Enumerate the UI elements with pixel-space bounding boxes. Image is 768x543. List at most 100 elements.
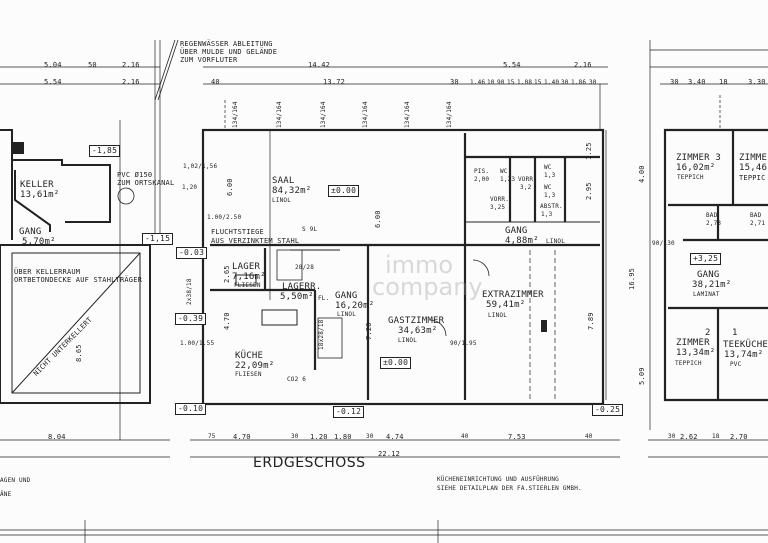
dim-vertical: 6.00 [226, 178, 234, 196]
dim-label: 15 [507, 79, 515, 86]
room-wc1-name: WC [500, 168, 508, 175]
room-saal-floor: LINOL [272, 197, 292, 204]
room-bad1-area: 2,73 [706, 220, 722, 227]
room-wc2-name: WC [544, 164, 552, 171]
room-saal-area: 84,32m² [272, 186, 312, 196]
level-marker: -0.10 [175, 403, 207, 415]
room-vorr1-area: 3,25 [490, 204, 506, 211]
dim-label: 5.04 [44, 61, 62, 69]
dim-vertical: 5.09 [638, 367, 646, 385]
dim-vertical: 8.65 [75, 344, 83, 362]
window-label: 134/164 [320, 101, 327, 128]
window-label: 134/164 [404, 101, 411, 128]
dim-label: 1.86 [571, 79, 587, 86]
watermark-immo: immo [385, 251, 454, 279]
room-gang-right-floor: LAMINAT [693, 291, 720, 298]
misc-label: 1.00/2.50 [207, 214, 242, 221]
dim-vertical: 4.70 [223, 312, 231, 330]
ceiling-note-2: ORTBETONDECKE AUF STAHLTRÄGER [14, 276, 143, 284]
room-wc2-area: 1,3 [544, 172, 556, 179]
dim-label: 18 [712, 433, 720, 440]
window-label: 90/130 [652, 240, 675, 247]
drainage-note-3: ZUM VORFLUTER [180, 56, 238, 64]
room-zimmer4-name: ZIMME [739, 153, 768, 163]
room-gastzimmer-floor: LINOL [398, 337, 418, 344]
dim-label: 2.70 [730, 433, 748, 441]
plan-title: ERDGESCHOSS [253, 455, 366, 471]
dim-label: 4.74 [386, 433, 404, 441]
room-zimmer2-area: 13,34m² [676, 348, 716, 358]
dim-label: 75 [208, 433, 216, 440]
room-bad2-area: 2,71 [750, 220, 766, 227]
stair-note-2: AUS VERZINKTEM STAHL [211, 237, 300, 245]
dim-label: 13.72 [323, 78, 346, 86]
dim-label: 1.80 [334, 433, 352, 441]
room-gang-right-name: GANG [697, 270, 720, 280]
room-pis-name: PIS. [474, 168, 490, 175]
room-bad2-name: BAD [750, 212, 762, 219]
room-teekueche-floor: PVC [730, 361, 742, 368]
dim-label: 3.40 [688, 78, 706, 86]
room-teekueche-number: 1 [732, 328, 738, 338]
room-zimmer4-area: 15,46 [739, 163, 768, 173]
dim-label: 1.40 [544, 79, 560, 86]
room-vorr1-name: VORR. [490, 196, 510, 203]
left-building-walls [0, 40, 161, 404]
room-gastzimmer-area: 34,63m² [398, 326, 438, 336]
dim-vertical: 2.95 [585, 182, 593, 200]
dim-vertical: 7.20 [365, 322, 373, 340]
watermark-company: company [372, 273, 483, 301]
room-lagerr-floor: FL. [318, 295, 330, 302]
room-extrazimmer-area: 59,41m² [486, 300, 526, 310]
dim-label: 40 [461, 433, 469, 440]
dim-label: 8.04 [48, 433, 66, 441]
room-zimmer2-floor: TEPPICH [675, 360, 702, 367]
misc-label: 1,02/1,56 [183, 163, 218, 170]
door-label: 90/1.95 [450, 340, 477, 347]
stair-note-1: FLUCHTSTIEGE [211, 228, 264, 236]
room-extrazimmer-name: EXTRAZIMMER [482, 290, 544, 300]
stair-label: 18x28/18 [318, 319, 325, 351]
room-wc3-name: WC [544, 184, 552, 191]
dim-label: 2.16 [122, 61, 140, 69]
room-lager-name: LAGER [232, 262, 261, 272]
window-label: 1.00/1.55 [180, 340, 215, 347]
kitchen-note-2: SIEHE DETAILPLAN DER FA.STIERLEN GMBH. [437, 485, 582, 492]
room-lagerr-area: 5,50m² [280, 292, 314, 302]
room-wc1-area: 1,23 [500, 176, 516, 183]
room-keller-area: 13,61m² [20, 190, 60, 200]
room-gang-right-area: 38,21m² [692, 280, 732, 290]
room-bad1-name: BAD [706, 212, 718, 219]
pipe-note-2: ZUM ORTSKANAL [117, 179, 175, 187]
level-marker: -0.12 [333, 406, 365, 418]
dim-label: 5.54 [44, 78, 62, 86]
window-label: 134/164 [362, 101, 369, 128]
window-label: 134/164 [446, 101, 453, 128]
room-zimmer4-floor: TEPPIC [739, 174, 766, 182]
room-wc3-area: 1,3 [544, 192, 556, 199]
room-zimmer3-floor: TEPPICH [677, 174, 704, 181]
room-pis-area: 2,00 [474, 176, 490, 183]
dim-label: 30 [670, 78, 679, 86]
room-kueche-name: KÜCHE [235, 351, 264, 361]
room-lager-floor: FLIESEN [234, 282, 261, 289]
stair-label: 28/28 [295, 264, 315, 271]
room-gang-mid-name: GANG [335, 291, 358, 301]
dim-label: 2.16 [122, 78, 140, 86]
dim-vertical: 1.25 [585, 142, 593, 160]
room-gang-left-area: 5,70m² [22, 237, 56, 247]
dim-label: 7.53 [508, 433, 526, 441]
dim-label: 1.46 [470, 79, 486, 86]
room-gang-left-name: GANG [19, 227, 42, 237]
ceiling-note-1: ÜBER KELLERRAUM [14, 268, 81, 276]
room-extrazimmer-floor: LINOL [488, 312, 508, 319]
dim-label: 15 [534, 79, 542, 86]
dim-label: 30 [366, 433, 374, 440]
misc-label: S 9L [302, 226, 318, 233]
room-zimmer2-number: 2 [705, 328, 711, 338]
dim-label: 50 [88, 61, 97, 69]
pipe-note-1: PVC Ø150 [117, 171, 153, 179]
room-teekueche-name: TEEKÜCHE [723, 340, 768, 350]
room-kueche-area: 22,09m² [235, 361, 275, 371]
